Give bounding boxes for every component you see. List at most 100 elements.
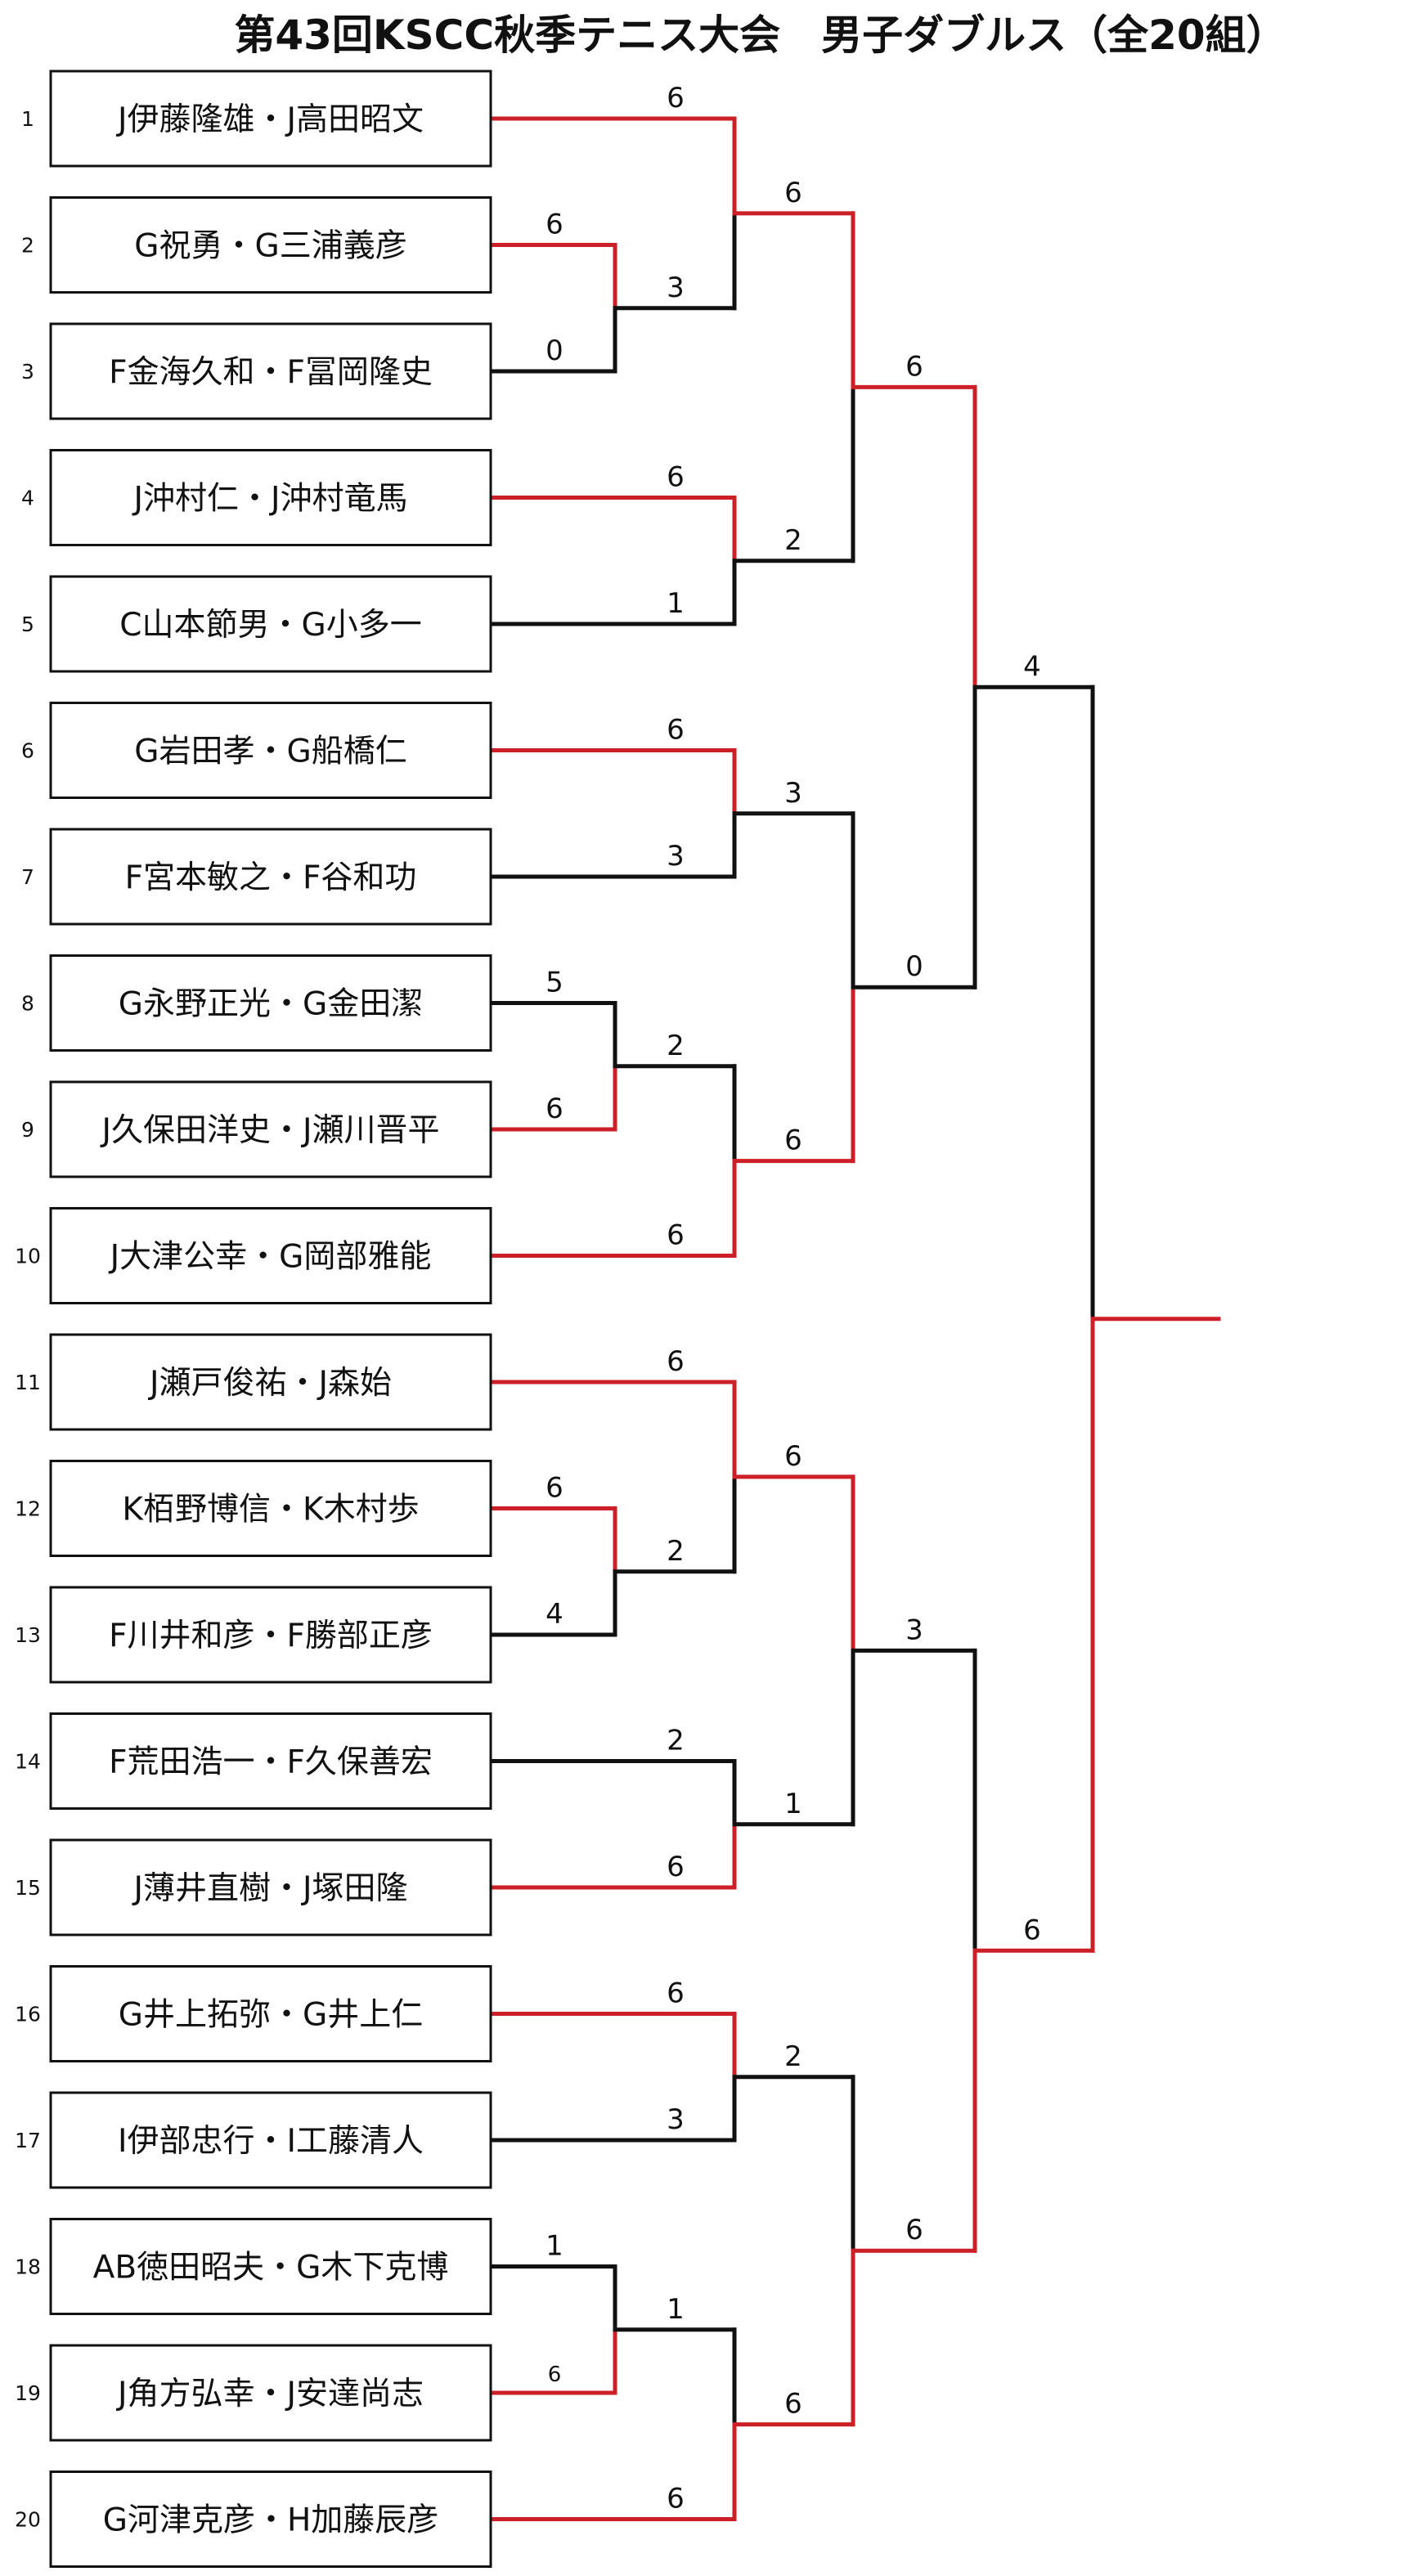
match-score: 1 xyxy=(546,2230,564,2263)
seed-number: 10 xyxy=(15,1245,41,1268)
entry-box xyxy=(49,196,492,294)
match-score: 6 xyxy=(784,1440,802,1473)
match-score: 6 xyxy=(667,2483,685,2515)
entry-box xyxy=(49,1460,492,1557)
match-score: 6 xyxy=(905,2214,923,2246)
match-score: 6 xyxy=(667,714,685,747)
entry-name: G岩田孝・G船橋仁 xyxy=(134,734,406,770)
match-score: 6 xyxy=(546,209,564,241)
bracket-title: 第43回KSCC秋季テニス大会 男子ダブルス（全20組） xyxy=(234,11,1286,59)
seed-number: 5 xyxy=(21,613,34,636)
seed-number: 11 xyxy=(15,1371,41,1394)
match-score: 0 xyxy=(546,334,564,367)
match-score: 6 xyxy=(667,82,685,114)
entry-name: J薄井直樹・J塚田隆 xyxy=(131,1870,407,1907)
match-score: 6 xyxy=(548,2363,562,2387)
match-score: 2 xyxy=(667,1535,685,1568)
entry-box xyxy=(49,2471,492,2568)
seed-number: 18 xyxy=(15,2255,41,2279)
match-score: 6 xyxy=(667,1977,685,2010)
match-score: 3 xyxy=(784,777,802,810)
seed-number: 15 xyxy=(15,1876,41,1900)
entry-box xyxy=(49,1333,492,1431)
seed-number: 14 xyxy=(15,1750,41,1774)
entry-box xyxy=(49,575,492,673)
seed-number: 16 xyxy=(15,2003,41,2026)
match-score: 2 xyxy=(784,524,802,557)
match-score: 6 xyxy=(667,1345,685,1378)
match-score: 6 xyxy=(546,1472,564,1505)
entry-box xyxy=(49,449,492,546)
entry-box xyxy=(49,702,492,799)
match-score: 3 xyxy=(667,2103,685,2136)
match-score: 4 xyxy=(546,1598,564,1631)
match-score: 6 xyxy=(784,2388,802,2421)
match-score: 0 xyxy=(905,950,923,983)
seed-number: 8 xyxy=(21,992,34,1016)
match-score: 6 xyxy=(667,461,685,494)
match-score: 2 xyxy=(667,1725,685,1757)
seed-number: 1 xyxy=(21,107,34,131)
entry-box xyxy=(49,1965,492,2062)
entry-box xyxy=(49,1080,492,1178)
entry-name: G永野正光・G金田潔 xyxy=(119,986,423,1023)
match-score: 2 xyxy=(784,2040,802,2073)
entry-name: I伊部忠行・I工藤清人 xyxy=(118,2123,424,2160)
match-score: 6 xyxy=(784,177,802,209)
entry-list: 1 J伊藤隆雄・J高田昭文 2 G祝勇・G三浦義彦 3 F金海久和・F冨岡隆史 4 J沖村仁・… xyxy=(15,70,492,2568)
entry-box xyxy=(49,322,492,420)
seed-number: 2 xyxy=(21,234,34,258)
seed-number: 13 xyxy=(15,1623,41,1647)
entry-name: G祝勇・G三浦義彦 xyxy=(134,228,406,265)
entry-name: C山本節男・G小多一 xyxy=(119,607,421,644)
seed-number: 20 xyxy=(15,2508,41,2532)
entry-name: J大津公幸・G岡部雅能 xyxy=(108,1239,432,1276)
entry-box xyxy=(49,2091,492,2189)
seed-number: 19 xyxy=(15,2381,41,2405)
match-score: 6 xyxy=(905,350,923,383)
entry-name: J角方弘幸・J安達尚志 xyxy=(115,2376,424,2412)
match-score: 6 xyxy=(667,1851,685,1883)
bracket-lines xyxy=(488,116,1221,2521)
entry-name: G河津克彦・H加藤辰彦 xyxy=(103,2502,439,2539)
entry-box xyxy=(49,1586,492,1684)
match-score: 2 xyxy=(667,1030,685,1062)
match-score: 3 xyxy=(667,840,685,873)
entry-box xyxy=(49,70,492,168)
seed-number: 9 xyxy=(21,1118,34,1142)
entry-name: F宮本敏之・F谷和功 xyxy=(125,859,417,896)
entry-name: J久保田洋史・J瀬川晋平 xyxy=(99,1112,439,1149)
entry-name: K栢野博信・K木村歩 xyxy=(122,1492,419,1528)
entry-box xyxy=(49,1207,492,1304)
entry-name: J伊藤隆雄・J高田昭文 xyxy=(115,101,424,138)
seed-number: 3 xyxy=(21,360,34,384)
match-score: 6 xyxy=(546,1093,564,1125)
entry-name: F川井和彦・F勝部正彦 xyxy=(109,1618,433,1654)
seed-number: 4 xyxy=(21,487,34,510)
match-score: 6 xyxy=(784,1124,802,1157)
match-score: 6 xyxy=(667,1219,685,1252)
match-score: 1 xyxy=(784,1788,802,1820)
entry-name: F金海久和・F冨岡隆史 xyxy=(109,354,433,391)
entry-box xyxy=(49,1712,492,1810)
entry-name: AB徳田昭夫・G木下克博 xyxy=(93,2250,449,2287)
entry-box xyxy=(49,1838,492,1936)
seed-number: 12 xyxy=(15,1497,41,1521)
entry-name: J沖村仁・J沖村竜馬 xyxy=(131,481,407,518)
seed-number: 6 xyxy=(21,739,34,763)
seed-number: 17 xyxy=(15,2129,41,2152)
match-score: 3 xyxy=(905,1613,923,1646)
match-score: 6 xyxy=(1023,1914,1041,1946)
match-score: 4 xyxy=(1023,650,1041,683)
entry-name: F荒田浩一・F久保善宏 xyxy=(109,1744,433,1781)
entry-box xyxy=(49,2218,492,2315)
entry-name: G井上拓弥・G井上仁 xyxy=(119,1997,423,2034)
seed-number: 7 xyxy=(21,865,34,889)
entry-name: J瀬戸俊祐・J森始 xyxy=(147,1365,392,1402)
match-score: 3 xyxy=(667,272,685,304)
match-score: 5 xyxy=(546,967,564,999)
match-score: 1 xyxy=(667,587,685,620)
entry-box xyxy=(49,828,492,926)
